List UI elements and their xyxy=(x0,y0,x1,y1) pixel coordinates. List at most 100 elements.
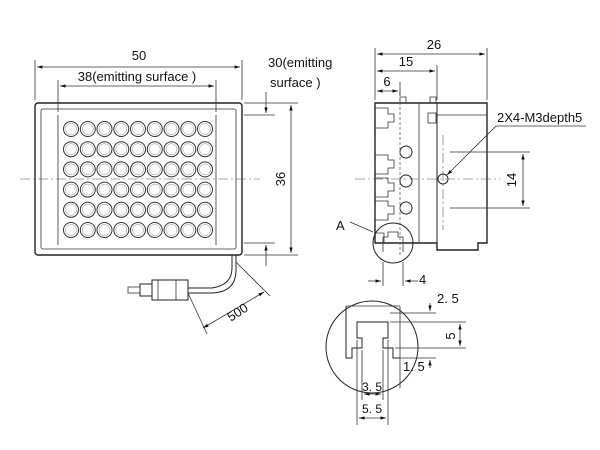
connector-body xyxy=(151,279,189,301)
led-lens-4-0 xyxy=(65,204,77,216)
detail-view: 2. 5 5 1. 5 3. 5 5. 5 xyxy=(325,291,466,425)
led-lens-0-8 xyxy=(199,123,211,135)
detail-a-slot xyxy=(382,231,404,252)
led-lens-4-8 xyxy=(199,204,211,216)
led-lens-5-3 xyxy=(115,224,128,236)
dim-hole-spacing: 14 xyxy=(504,173,519,187)
led-lens-4-2 xyxy=(98,204,111,216)
side-slot-2 xyxy=(375,154,395,175)
led-lens-5-1 xyxy=(82,224,94,236)
thread-leader xyxy=(446,125,497,176)
led-lens-2-5 xyxy=(149,163,161,176)
dim-overall-width: 50 xyxy=(132,48,146,63)
led-lens-4-7 xyxy=(182,204,195,216)
cable xyxy=(188,255,233,289)
led-lens-4-3 xyxy=(115,204,128,216)
dim-3-5: 3. 5 xyxy=(362,380,382,394)
led-lens-5-8 xyxy=(199,224,211,236)
side-clip xyxy=(427,112,437,124)
led-lens-4-5 xyxy=(149,204,161,216)
dim-depth-15: 15 xyxy=(399,54,413,69)
connector-pins xyxy=(127,286,141,294)
led-lens-0-4 xyxy=(132,123,144,135)
detail-profile xyxy=(345,306,400,359)
led-lens-5-4 xyxy=(132,224,144,236)
dim-500-line xyxy=(202,291,265,329)
led-lens-4-6 xyxy=(165,204,178,216)
side-hole-2 xyxy=(399,174,413,188)
dim-500-ext-left xyxy=(187,292,208,335)
led-lens-0-6 xyxy=(165,123,178,135)
side-view: 26 15 6 2X4-M3depth5 14 A 4 xyxy=(336,37,586,287)
led-lens-2-1 xyxy=(82,163,94,176)
dim-depth-6: 6 xyxy=(383,74,390,89)
led-lens-3-7 xyxy=(182,183,195,196)
led-lens-1-8 xyxy=(199,143,211,155)
side-hole-1 xyxy=(399,145,413,159)
side-slot-1 xyxy=(375,107,395,129)
detail-a-leader xyxy=(349,221,374,233)
side-body-outline xyxy=(374,102,488,251)
side-top-notch-2 xyxy=(429,96,437,103)
dim-emitting-height-2: surface ) xyxy=(270,75,321,90)
led-lens-0-2 xyxy=(98,123,111,135)
led-lens-2-3 xyxy=(115,163,128,176)
dim-5-5: 5. 5 xyxy=(362,402,382,416)
led-lens-1-2 xyxy=(98,143,111,155)
led-lens-3-6 xyxy=(165,183,178,196)
led-lens-3-8 xyxy=(199,183,211,196)
led-lens-3-0 xyxy=(65,183,77,196)
dim-overall-depth: 26 xyxy=(427,37,441,52)
led-lens-1-5 xyxy=(149,143,161,155)
dim-5: 5 xyxy=(443,332,458,339)
led-lens-2-2 xyxy=(98,163,111,176)
led-lens-1-3 xyxy=(115,143,128,155)
led-lens-3-5 xyxy=(149,183,161,196)
led-lens-0-5 xyxy=(149,123,161,135)
dim-1-5: 1. 5 xyxy=(403,359,425,374)
led-lens-2-8 xyxy=(199,163,211,176)
led-lens-2-7 xyxy=(182,163,195,176)
detail-a-label: A xyxy=(336,218,345,233)
connector-plug xyxy=(139,283,153,297)
led-lens-1-0 xyxy=(65,143,77,155)
side-slot-3 xyxy=(375,177,395,198)
side-top-notch-1 xyxy=(399,96,407,103)
dim-cable-length: 500 xyxy=(224,300,250,324)
led-lens-3-3 xyxy=(115,183,128,196)
dim-500-ext-right xyxy=(235,261,271,297)
side-hole-3 xyxy=(399,201,413,215)
led-lens-5-0 xyxy=(65,224,77,236)
led-lens-0-0 xyxy=(65,123,77,135)
led-lens-2-4 xyxy=(132,163,144,176)
led-lens-5-6 xyxy=(165,224,178,236)
front-view: 50 38(emitting surface ) 30(emitting sur… xyxy=(20,48,332,335)
led-lens-4-1 xyxy=(82,204,94,216)
led-lens-0-7 xyxy=(182,123,195,135)
side-slot-bottom xyxy=(375,232,385,243)
led-lens-2-6 xyxy=(165,163,178,176)
led-lens-2-0 xyxy=(65,163,77,176)
led-lens-3-4 xyxy=(132,183,144,196)
dim-slot-width: 4 xyxy=(419,272,426,287)
led-lens-5-7 xyxy=(182,224,195,236)
led-lens-0-3 xyxy=(115,123,128,135)
led-lens-3-2 xyxy=(98,183,111,196)
led-lens-1-7 xyxy=(182,143,195,155)
led-array xyxy=(63,121,213,238)
dim-emitting-height-1: 30(emitting xyxy=(268,55,332,70)
led-lens-4-4 xyxy=(132,204,144,216)
led-lens-0-1 xyxy=(82,123,94,135)
cable-outer xyxy=(188,255,237,294)
led-lens-5-5 xyxy=(149,224,161,236)
led-lens-3-1 xyxy=(82,183,94,196)
thread-spec-label: 2X4-M3depth5 xyxy=(497,110,582,125)
detail-a-marker xyxy=(372,222,414,264)
led-lens-1-1 xyxy=(82,143,94,155)
led-lens-1-4 xyxy=(132,143,144,155)
dim-2-5: 2. 5 xyxy=(437,291,459,306)
led-lens-5-2 xyxy=(98,224,111,236)
led-lens-1-6 xyxy=(165,143,178,155)
